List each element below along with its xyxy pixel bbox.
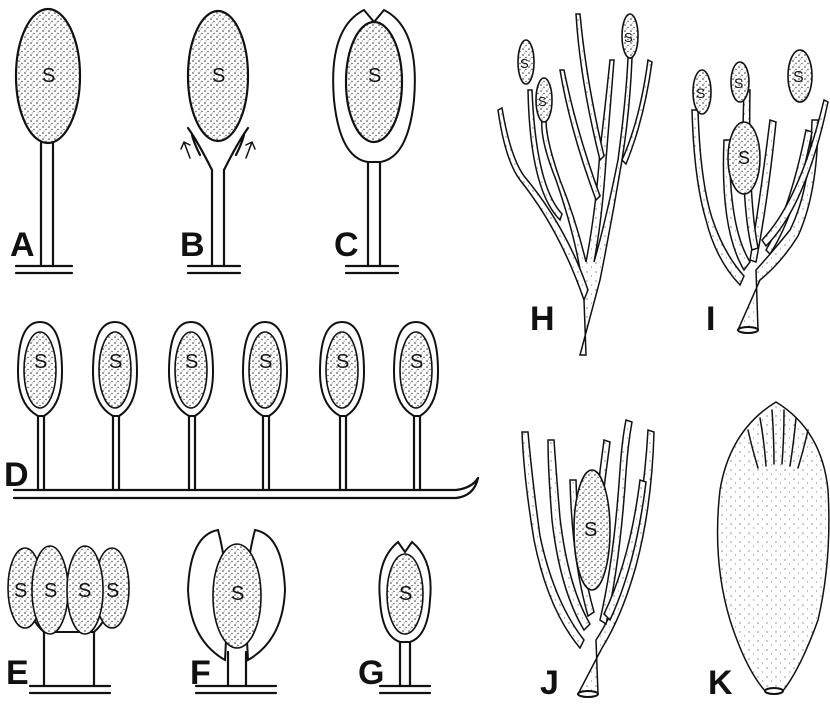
base-line	[346, 266, 398, 273]
sporangium-label: S	[734, 75, 743, 91]
sporangium-label: S	[106, 580, 119, 602]
sporangium-label: S	[231, 583, 244, 605]
base-line	[188, 266, 240, 273]
sporangium-label: S	[520, 56, 529, 71]
stalk	[189, 416, 195, 490]
sporangium-label: S	[109, 351, 122, 373]
stalk	[414, 416, 420, 490]
stalk	[44, 630, 94, 686]
sporangium-label: S	[368, 65, 381, 87]
sporangium-label: S	[538, 94, 547, 109]
sporangium-label: S	[738, 148, 750, 168]
stalk	[38, 416, 44, 490]
sporangium-label: S	[34, 351, 47, 373]
sporangium-label: S	[14, 580, 27, 602]
panel-label-b: B	[180, 226, 205, 264]
stem-base	[578, 691, 598, 697]
panel-d: S S S S S S D	[4, 322, 478, 498]
panel-label-j: J	[540, 664, 559, 702]
sporangium-label: S	[696, 85, 705, 101]
sporangium-label: S	[185, 351, 198, 373]
sporangium-label: S	[212, 65, 225, 87]
panel-label-k: K	[708, 664, 733, 702]
stalk	[368, 162, 380, 266]
panel-label-e: E	[6, 654, 29, 692]
sporangium-label: S	[42, 65, 55, 87]
sporangium-row: S S S S S S	[18, 322, 438, 490]
base-line	[16, 266, 72, 273]
panel-i: S S S S I	[692, 50, 828, 338]
stalk	[228, 652, 246, 686]
stem-base	[738, 327, 758, 333]
panel-e: S S S S E	[6, 546, 129, 693]
panel-a: S A	[10, 9, 80, 273]
panel-g: S G	[358, 542, 431, 693]
stalk	[113, 416, 119, 490]
axis	[14, 478, 478, 498]
panel-label-a: A	[10, 226, 35, 264]
stalk	[263, 416, 269, 490]
sporangium-label: S	[793, 69, 804, 86]
panel-label-d: D	[4, 456, 29, 494]
sporangium-label: S	[399, 583, 412, 605]
sporangium-label: S	[44, 580, 57, 602]
panel-k: K	[708, 402, 829, 702]
sporangium-label: S	[336, 351, 349, 373]
cupule-base	[765, 688, 783, 694]
panel-h: S S S H	[498, 14, 652, 355]
panel-label-c: C	[334, 226, 359, 264]
sporangium-label: S	[259, 351, 272, 373]
arrow-icon	[246, 142, 255, 158]
panel-label-i: I	[706, 300, 715, 338]
base-line	[30, 686, 110, 693]
sporangium-label: S	[624, 30, 633, 45]
sporangium-label: S	[410, 351, 423, 373]
panel-label-g: G	[358, 654, 384, 692]
panel-b: S B	[180, 11, 255, 273]
panel-label-f: F	[190, 654, 211, 692]
arrow-icon	[181, 142, 190, 158]
stalk	[41, 143, 53, 266]
stalk	[212, 170, 224, 266]
base-line	[380, 686, 430, 693]
panel-c: S C	[333, 10, 415, 273]
stalk	[340, 416, 346, 490]
panel-label-h: H	[530, 300, 555, 338]
panel-j: S J	[522, 420, 654, 702]
stalk	[400, 642, 410, 686]
sporangium-label: S	[78, 580, 91, 602]
sporangium-label: S	[584, 519, 597, 541]
panel-f: S F	[188, 530, 285, 693]
